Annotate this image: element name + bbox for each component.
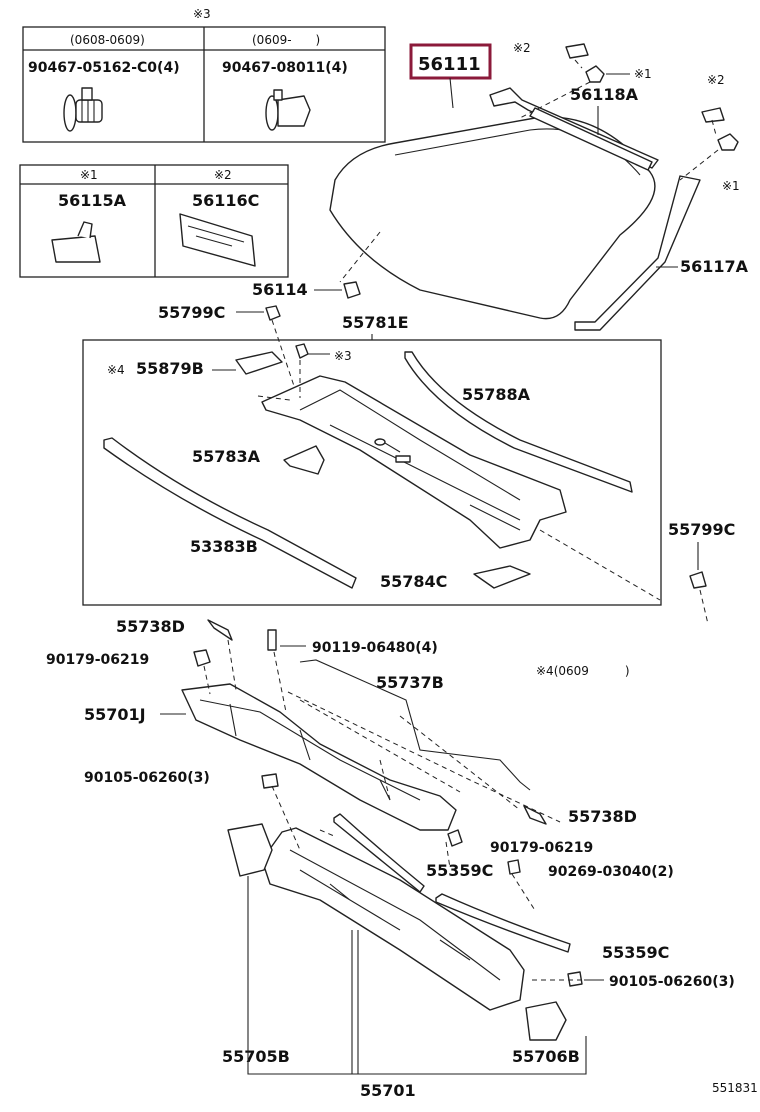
part-label-56117a[interactable]: 56117A — [680, 257, 749, 276]
inset2-col1-note: ※1 — [80, 168, 98, 182]
inset1-col1-range: (0608-0609) — [70, 33, 145, 47]
part-label-55784c[interactable]: 55784C — [380, 572, 447, 591]
inset2-col2-note: ※2 — [214, 168, 232, 182]
inset2-col2-part: 56116C — [192, 191, 259, 210]
part-label-55781e[interactable]: 55781E — [342, 313, 409, 332]
part-label-55788a[interactable]: 55788A — [462, 385, 531, 404]
part-label-55701[interactable]: 55701 — [360, 1081, 416, 1100]
part-label-90269[interactable]: 90269-03040(2) — [548, 864, 674, 880]
inset-clip-table: ※3 (0608-0609) (0609- ) 90467-05162-C0(4… — [22, 7, 386, 143]
seal-55359c-1 — [333, 813, 425, 893]
clip-90269-icon — [507, 859, 521, 875]
clip-55799c-right-icon — [689, 571, 707, 589]
part-label-56118a[interactable]: 56118A — [570, 85, 639, 104]
part-label-90179-top[interactable]: 90179-06219 — [46, 652, 149, 668]
cowl-panel-55701j — [181, 683, 457, 831]
clip-icon-2 — [717, 133, 739, 151]
nut-90179-mid-icon — [447, 829, 463, 847]
part-label-55706b[interactable]: 55706B — [512, 1047, 580, 1066]
marker-1a: ※1 — [634, 67, 652, 81]
inset1-col2-range: (0609- ) — [252, 33, 320, 47]
pad-icon — [565, 43, 589, 59]
seal-55359c-2 — [435, 893, 571, 953]
marker-clips: ※2 ※1 ※2 ※1 — [339, 41, 740, 283]
part-label-55738d-right[interactable]: 55738D — [568, 807, 637, 826]
part-label-55737b[interactable]: 55737B — [376, 673, 444, 692]
bolt-90119-icon — [267, 629, 277, 651]
screw-clip-icon — [63, 87, 103, 132]
part-label-55738d-top[interactable]: 55738D — [116, 617, 185, 636]
marker-2a: ※2 — [513, 41, 531, 55]
cowl-top-panel — [261, 375, 567, 549]
part-label-90179-mid[interactable]: 90179-06219 — [490, 840, 593, 856]
bracket-55738d-right-icon — [523, 805, 547, 825]
part-label-55799c-right[interactable]: 55799C — [668, 520, 735, 539]
clip-icon — [585, 65, 605, 83]
seal-53383b — [103, 437, 357, 589]
part-label-56114[interactable]: 56114 — [252, 280, 308, 299]
clip-55799c-icon — [265, 305, 281, 321]
molding-56118a — [489, 87, 659, 171]
part-label-55359c-2[interactable]: 55359C — [602, 943, 669, 962]
bracket-56114-icon — [343, 281, 361, 299]
note-55879b: ※4 — [107, 363, 125, 377]
part-label-55783a[interactable]: 55783A — [192, 447, 261, 466]
bracket-55738d-icon — [207, 619, 233, 641]
bracket-55705b — [227, 823, 273, 877]
part-label-90105-right[interactable]: 90105-06260(3) — [609, 974, 735, 990]
pad-55783a-icon — [283, 445, 325, 475]
inset1-col1-part: 90467-05162-C0(4) — [28, 60, 180, 76]
diagram-id: 551831 — [712, 1081, 758, 1095]
rod-55737b — [299, 659, 531, 791]
bracket-55706b — [525, 1001, 567, 1041]
part-label-55701j[interactable]: 55701J — [84, 705, 146, 724]
bolt-90105-right-icon — [567, 971, 583, 987]
part-label-56111[interactable]: 56111 — [418, 54, 481, 75]
nut-90179-icon — [193, 649, 211, 667]
part-label-55879b[interactable]: 55879B — [136, 359, 204, 378]
push-clip-icon — [265, 89, 311, 131]
bolt-90105-left-icon — [261, 773, 279, 789]
pad-55784c-icon — [473, 565, 531, 589]
part-label-90105-left[interactable]: 90105-06260(3) — [84, 770, 210, 786]
clip-note3-icon — [295, 343, 309, 359]
seal-55788a — [404, 351, 633, 493]
note4-label: ※4(0609 ) — [536, 664, 630, 678]
cowl-lower-55701 — [261, 827, 525, 1011]
part-label-55359c-1[interactable]: 55359C — [426, 861, 493, 880]
molding-clip-56116c-icon — [179, 213, 256, 267]
molding-clip-56115a-icon — [51, 221, 101, 263]
part-label-55705b[interactable]: 55705B — [222, 1047, 290, 1066]
marker-1b: ※1 — [722, 179, 740, 193]
part-label-53383b[interactable]: 53383B — [190, 537, 258, 556]
inset-molding-clips: ※1 ※2 56115A 56116C — [19, 164, 289, 278]
part-label-90119[interactable]: 90119-06480(4) — [312, 640, 438, 656]
pad-icon-2 — [701, 107, 725, 123]
inset1-col2-part: 90467-08011(4) — [222, 60, 348, 76]
pad-55879b-icon — [235, 351, 283, 375]
part-label-55799c-top[interactable]: 55799C — [158, 303, 225, 322]
inset1-note: ※3 — [193, 7, 211, 21]
inset2-col1-part: 56115A — [58, 191, 127, 210]
cowl-assembly-box — [82, 339, 662, 606]
note-clip3: ※3 — [334, 349, 352, 363]
marker-2b: ※2 — [707, 73, 725, 87]
molding-56117a — [574, 175, 701, 331]
